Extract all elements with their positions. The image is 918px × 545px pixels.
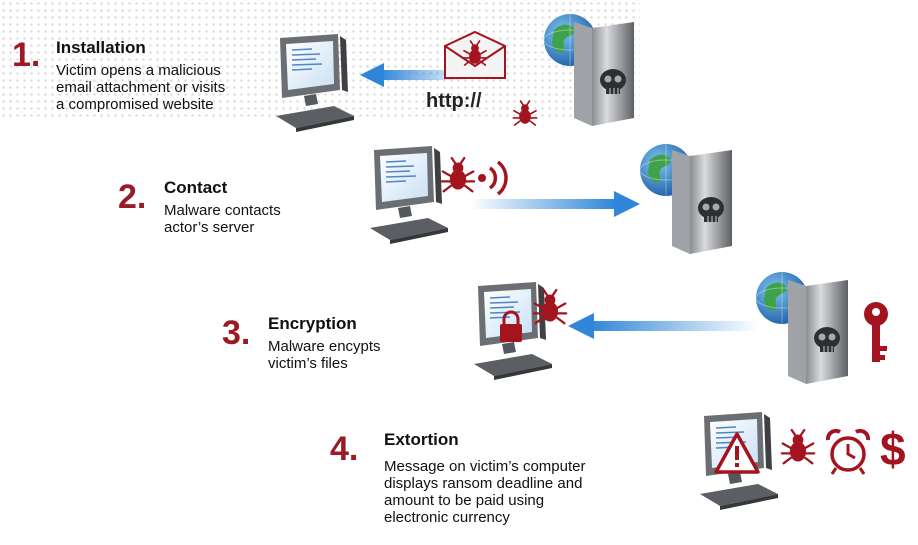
step-title: Encryption [268, 314, 357, 333]
description-line: Message on victim’s computer [384, 458, 586, 475]
alarm-clock-icon [825, 428, 871, 475]
warning-icon [714, 432, 760, 474]
step-description: Malware encypts victim’s files [268, 338, 381, 372]
step-title: Contact [164, 178, 228, 197]
step-description: Victim opens a malicious email attachmen… [56, 62, 225, 113]
description-line: displays ransom deadline and [384, 475, 583, 492]
step-number: 2. [118, 178, 147, 216]
envelope-icon [444, 30, 506, 79]
server-icon [671, 149, 733, 255]
description-line: actor’s server [164, 219, 255, 236]
computer-icon [275, 33, 355, 133]
server-icon [573, 21, 635, 127]
step-title: Installation [56, 38, 146, 57]
description-line: Malware encypts [268, 338, 381, 355]
bug-icon [512, 100, 538, 126]
http-label: http:// [426, 90, 482, 112]
step-number: 4. [330, 430, 359, 468]
description-line: Victim opens a malicious [56, 62, 221, 79]
signal-icon [478, 160, 508, 196]
step-description: Message on victim’s computer displays ra… [384, 458, 585, 526]
bug-icon [532, 288, 568, 325]
step-description: Malware contacts actor’s server [164, 202, 281, 236]
key-icon [864, 302, 888, 362]
step-title: Extortion [384, 430, 459, 449]
description-line: a compromised website [56, 96, 214, 113]
description-line: amount to be paid using [384, 492, 545, 509]
description-line: electronic currency [384, 509, 510, 526]
step-number: 3. [222, 314, 251, 352]
arrow-icon [470, 191, 640, 217]
description-line: email attachment or visits [56, 79, 226, 96]
description-line: Malware contacts [164, 202, 281, 219]
dollar-icon: $ [880, 423, 906, 475]
arrow-icon [360, 63, 470, 87]
step-number: 1. [12, 36, 41, 74]
server-icon [787, 279, 849, 385]
lock-icon [500, 310, 522, 342]
bug-icon [440, 156, 476, 193]
description-line: victim’s files [268, 355, 348, 372]
arrow-icon [568, 313, 758, 339]
bug-icon [780, 428, 816, 465]
